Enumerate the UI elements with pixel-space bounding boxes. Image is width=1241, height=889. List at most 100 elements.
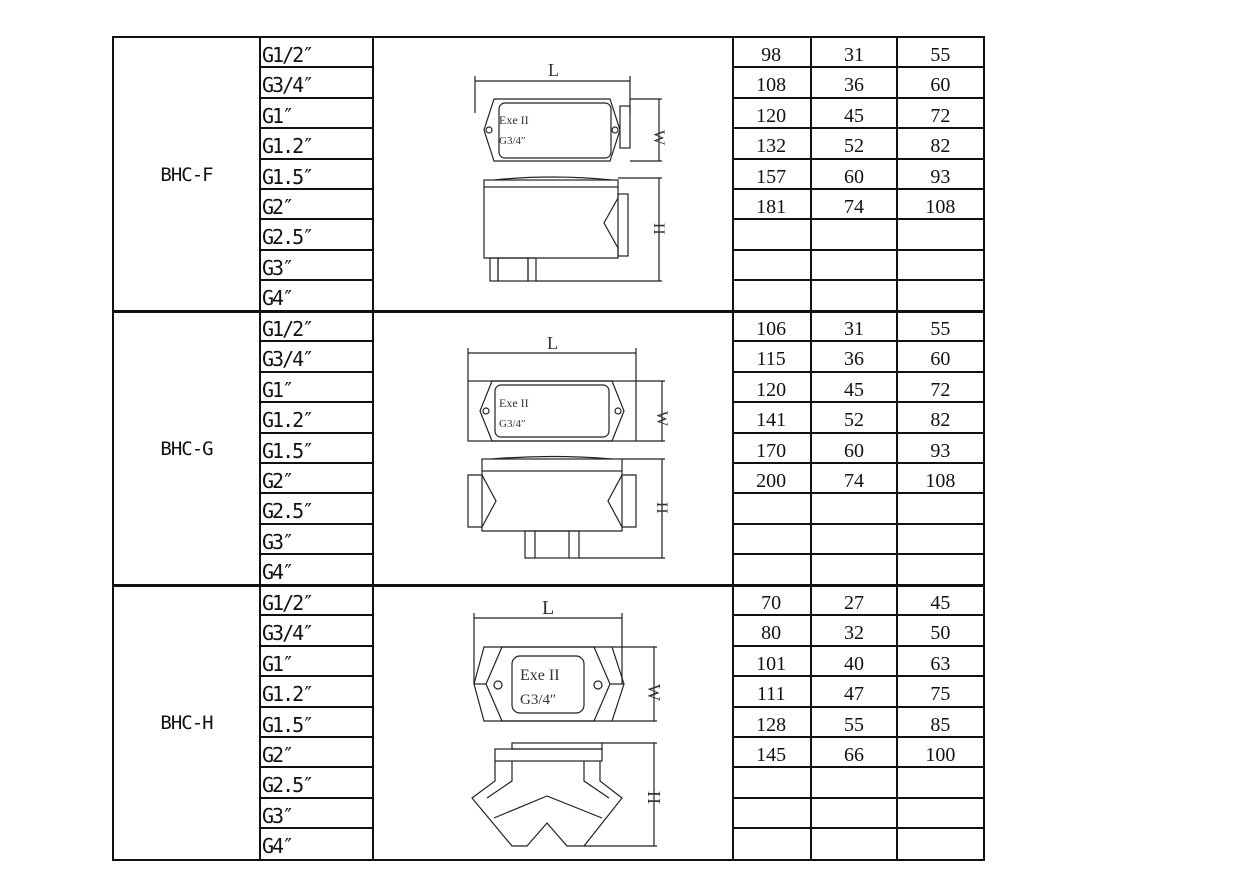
length-value: 181: [732, 189, 813, 219]
svg-text:L: L: [547, 333, 558, 353]
table-row: [732, 768, 983, 799]
thread-size: G1.5″: [259, 708, 372, 738]
width-value: 60: [812, 433, 898, 462]
thread-size: G3″: [259, 525, 372, 556]
width-value: 31: [812, 38, 898, 67]
width-value: [812, 281, 898, 312]
thread-size: G1/2″: [259, 586, 372, 617]
thread-size: G2.5″: [259, 220, 372, 251]
length-value: 106: [732, 312, 813, 341]
length-value: 200: [732, 463, 813, 493]
width-value: [812, 555, 898, 586]
length-value: [732, 494, 813, 523]
svg-text:Exe II: Exe II: [520, 667, 560, 684]
table-row: [732, 524, 983, 556]
height-value: [898, 525, 983, 553]
height-value: 72: [930, 378, 951, 401]
length-value: [732, 829, 813, 860]
thread-size: G1.2″: [259, 129, 372, 160]
thread-size: G1″: [259, 647, 372, 678]
table-row: [732, 281, 983, 312]
height-value: [898, 768, 983, 796]
length-value: 98: [732, 38, 813, 67]
width-value: [812, 768, 898, 797]
thread-size: G1/2″: [259, 312, 372, 343]
svg-text:G3/4″: G3/4″: [499, 418, 526, 430]
width-value: 52: [812, 403, 898, 432]
length-value: 101: [732, 646, 813, 676]
height-value: 72: [930, 104, 951, 127]
width-value: [812, 798, 898, 828]
svg-text:H: H: [653, 502, 670, 514]
height-value: 93: [930, 439, 951, 462]
width-value: 66: [812, 737, 898, 767]
height-value: 100: [925, 743, 956, 766]
height-value: 45: [930, 592, 951, 614]
width-value: 47: [812, 677, 898, 706]
table-row: [732, 494, 983, 525]
dim-l-label: L: [548, 60, 559, 80]
length-value: 80: [732, 616, 813, 645]
svg-text:W: W: [650, 130, 667, 146]
width-value: [812, 524, 898, 554]
length-value: 70: [732, 586, 813, 615]
thread-size: G4″: [262, 560, 294, 585]
length-value: 115: [732, 342, 813, 371]
svg-text:W: W: [653, 411, 670, 427]
height-value: [898, 829, 983, 859]
width-value: 27: [812, 586, 898, 615]
height-value: 60: [930, 348, 951, 371]
thread-size: G3/4″: [259, 342, 372, 373]
thread-size: G1/2″: [259, 38, 372, 69]
svg-text:Exe II: Exe II: [499, 113, 529, 127]
svg-text:L: L: [542, 597, 554, 619]
width-value: 45: [812, 372, 898, 402]
length-value: [732, 555, 813, 586]
width-value: 55: [812, 707, 898, 736]
length-value: [732, 281, 813, 312]
length-value: 128: [732, 707, 813, 736]
length-value: 132: [732, 129, 813, 158]
table-row: [732, 250, 983, 282]
thread-size-column: G1/2″G3/4″G1″G1.2″G1.5″G2″G2.5″G3″G4″: [259, 586, 374, 859]
width-value: [812, 250, 898, 280]
height-value: 93: [930, 165, 951, 188]
height-value: 108: [925, 195, 956, 218]
svg-text:H: H: [650, 223, 667, 235]
height-value: [898, 494, 983, 522]
table-row: [732, 220, 983, 251]
thread-size: G3/4″: [259, 68, 372, 99]
thread-size: G1.2″: [259, 677, 372, 708]
height-value: 108: [925, 469, 956, 492]
height-value: 82: [930, 135, 951, 158]
dimension-drawing: L Exe II G3/4″ W H: [372, 586, 734, 859]
length-value: [732, 768, 813, 797]
length-value: [732, 250, 813, 280]
height-value: 85: [930, 713, 951, 736]
length-value: 120: [732, 372, 813, 402]
length-value: 141: [732, 403, 813, 432]
width-value: 32: [812, 616, 898, 645]
height-value: 55: [930, 44, 951, 66]
thread-size: G4″: [262, 834, 294, 859]
height-value: [898, 281, 983, 311]
bhc-h-drawing: L Exe II G3/4″ W H: [471, 597, 664, 847]
model-name: BHC-G: [114, 312, 261, 585]
thread-size: G2″: [259, 190, 372, 221]
